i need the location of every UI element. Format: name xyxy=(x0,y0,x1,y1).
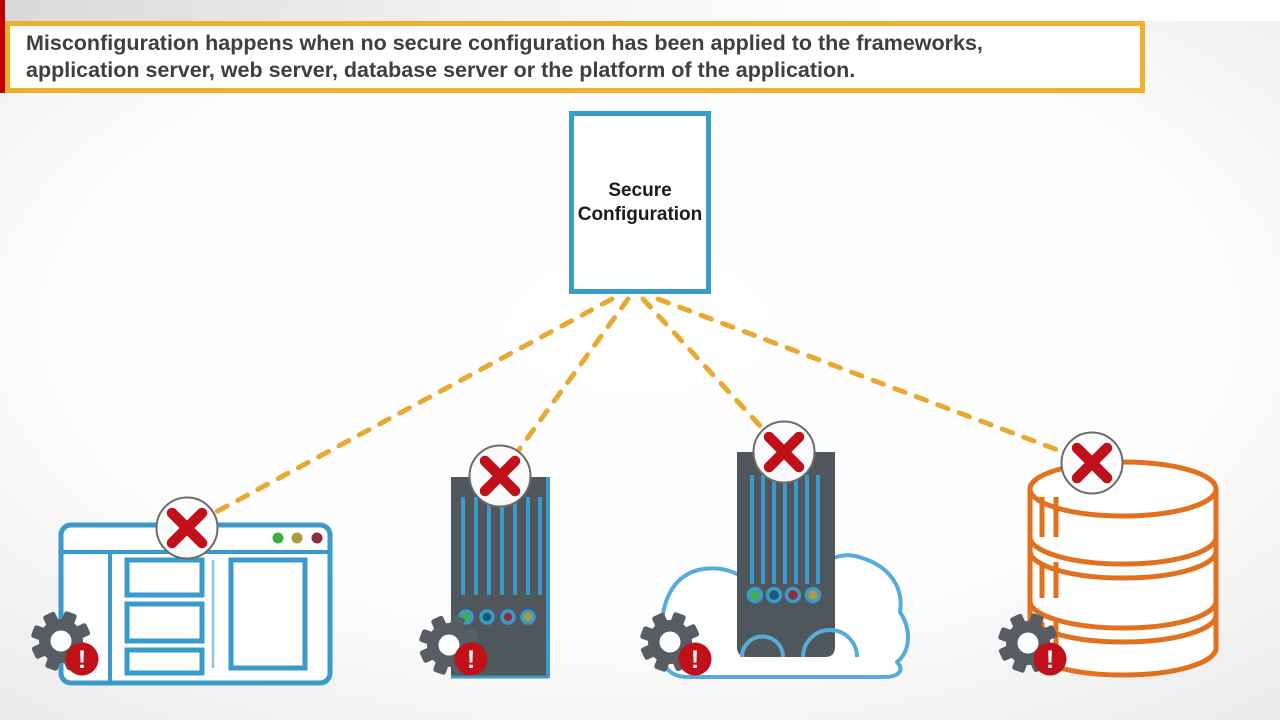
error-badge: ! xyxy=(65,642,99,676)
x-mark-icon xyxy=(468,444,532,508)
exclamation-icon: ! xyxy=(691,646,699,674)
connector-line-database xyxy=(655,296,1066,455)
error-badge: ! xyxy=(678,642,712,676)
cloud-icon xyxy=(659,553,910,679)
banner-text-line2: application server, web server, database… xyxy=(26,58,856,82)
error-badge: ! xyxy=(1033,642,1067,676)
window-dot-green xyxy=(272,532,284,544)
banner-text-line1: Misconfiguration happens when no secure … xyxy=(26,31,983,55)
gear-icon xyxy=(998,613,1058,673)
x-mark-icon xyxy=(155,496,219,560)
window-dot-olive xyxy=(291,532,303,544)
server-icon xyxy=(451,477,550,679)
exclamation-icon: ! xyxy=(1046,646,1054,674)
headline-banner: Misconfiguration happens when no secure … xyxy=(5,21,1145,93)
exclamation-icon: ! xyxy=(78,646,86,674)
connector-line-browser xyxy=(213,296,615,515)
secure-configuration-label: Secure Configuration xyxy=(577,179,703,225)
gear-icon xyxy=(419,615,479,675)
cloud-front-bumps xyxy=(740,628,859,658)
error-badge: ! xyxy=(454,642,488,676)
secure-configuration-box: Secure Configuration xyxy=(569,111,711,294)
server-icon xyxy=(737,452,835,657)
exclamation-icon: ! xyxy=(467,646,475,674)
connector-line-cloud xyxy=(640,296,766,432)
gear-icon xyxy=(31,611,91,671)
x-mark-icon xyxy=(752,420,816,484)
database-icon xyxy=(1027,459,1219,678)
window-dot-red xyxy=(311,532,323,544)
connector-line-server xyxy=(515,296,631,454)
red-edge-bar xyxy=(0,0,5,93)
gear-icon xyxy=(640,612,700,672)
x-mark-icon xyxy=(1060,431,1124,495)
browser-window-icon xyxy=(58,522,333,686)
top-strip xyxy=(0,0,1280,21)
